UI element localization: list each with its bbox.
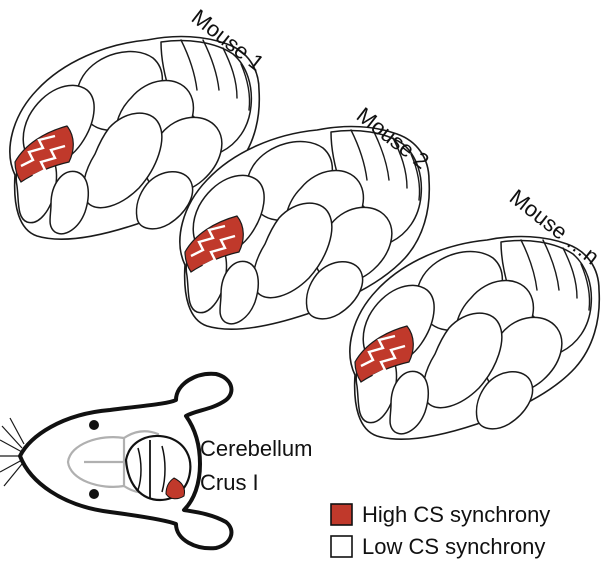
crus-i-highlight — [165, 477, 185, 500]
legend-low-swatch — [330, 535, 353, 558]
mouse-head-icon — [0, 371, 234, 551]
crus-i-label: Crus I — [200, 470, 259, 495]
eye-icon — [89, 420, 99, 430]
legend-low-label: Low CS synchrony — [362, 534, 545, 559]
legend-high-label: High CS synchrony — [362, 502, 550, 527]
eye-icon — [89, 489, 99, 499]
cerebellum-label: Cerebellum — [200, 436, 313, 461]
legend: High CS synchrony Low CS synchrony — [330, 502, 550, 559]
legend-high-swatch — [330, 503, 353, 526]
